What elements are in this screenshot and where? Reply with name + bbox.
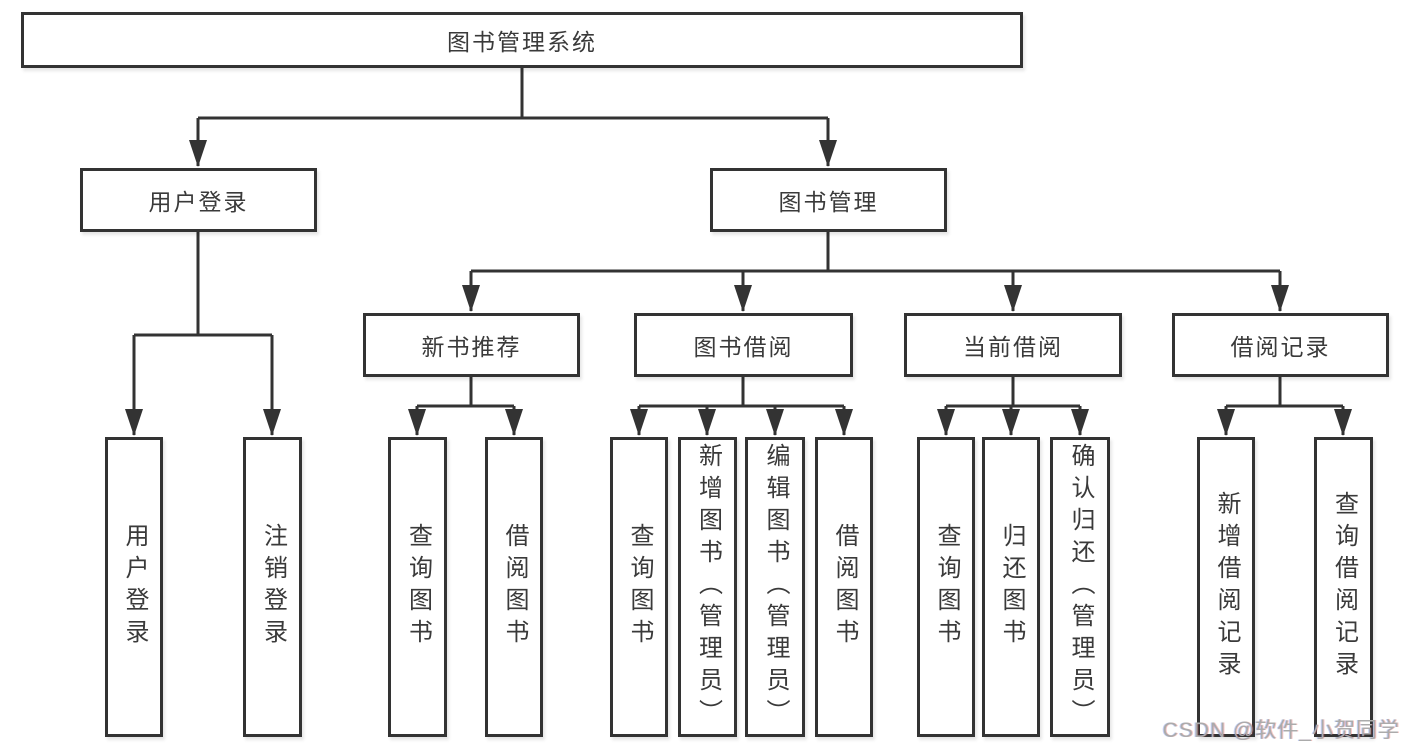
leaf-borrow-book-label: 借阅图书: [831, 523, 858, 651]
leaf-query-book: 查询图书: [610, 437, 668, 737]
node-book-borrowing: 图书借阅: [634, 313, 853, 377]
leaf-add-book-admin: 新增图书（管理员）: [678, 437, 737, 737]
node-current-borrowing-label: 当前借阅: [963, 334, 1063, 360]
node-user-login-label: 用户登录: [148, 189, 249, 215]
connector-user-login-children: [132, 232, 274, 435]
node-borrowing-records-label: 借阅记录: [1230, 334, 1331, 360]
connector-book-borrow-children: [637, 377, 846, 435]
leaf-add-book-admin-label: 新增图书（管理员）: [694, 443, 722, 731]
leaf-query-borrow-record: 查询借阅记录: [1314, 437, 1373, 737]
leaf-borrow-book: 借阅图书: [485, 437, 543, 737]
node-book-management-label: 图书管理: [778, 189, 879, 215]
node-book-borrowing-label: 图书借阅: [693, 334, 794, 360]
leaf-borrow-book: 借阅图书: [815, 437, 873, 737]
node-current-borrowing: 当前借阅: [904, 313, 1122, 377]
node-new-book-recommend-label: 新书推荐: [421, 334, 522, 360]
node-root: 图书管理系统: [21, 12, 1023, 68]
leaf-query-book: 查询图书: [917, 437, 975, 737]
leaf-query-book: 查询图书: [388, 437, 447, 737]
node-borrowing-records: 借阅记录: [1172, 313, 1389, 377]
leaf-add-borrow-record-label: 新增借阅记录: [1213, 491, 1240, 683]
leaf-confirm-return-admin-label: 确认归还（管理员）: [1067, 443, 1094, 731]
connector-new-book-rec-children: [415, 377, 516, 435]
node-book-management: 图书管理: [710, 168, 947, 232]
leaf-return-book-label: 归还图书: [998, 523, 1025, 651]
leaf-query-book-label: 查询图书: [626, 523, 653, 651]
node-new-book-recommend: 新书推荐: [363, 313, 580, 377]
watermark: CSDN @软件_小贺同学: [1162, 719, 1400, 742]
leaf-query-book-label: 查询图书: [404, 523, 432, 651]
leaf-borrow-book-label: 借阅图书: [501, 523, 528, 651]
leaf-query-book-label: 查询图书: [933, 523, 960, 651]
leaf-edit-book-admin-label: 编辑图书（管理员）: [762, 443, 789, 731]
leaf-confirm-return-admin: 确认归还（管理员）: [1050, 437, 1110, 737]
leaf-user-login: 用户登录: [105, 437, 163, 737]
connector-book-mgmt-to-level3: [469, 232, 1282, 311]
leaf-query-borrow-record-label: 查询借阅记录: [1330, 491, 1358, 683]
node-root-label: 图书管理系统: [447, 29, 597, 55]
leaf-logout-label: 注销登录: [259, 523, 287, 651]
connector-borrow-record-children: [1224, 377, 1345, 435]
leaf-logout: 注销登录: [243, 437, 302, 737]
leaf-user-login-label: 用户登录: [121, 523, 148, 651]
leaf-return-book: 归还图书: [982, 437, 1040, 737]
node-user-login: 用户登录: [80, 168, 317, 232]
arrowheads: [125, 140, 1352, 436]
connector-root-to-level2: [196, 68, 830, 166]
leaf-edit-book-admin: 编辑图书（管理员）: [745, 437, 805, 737]
leaf-add-borrow-record: 新增借阅记录: [1197, 437, 1255, 737]
